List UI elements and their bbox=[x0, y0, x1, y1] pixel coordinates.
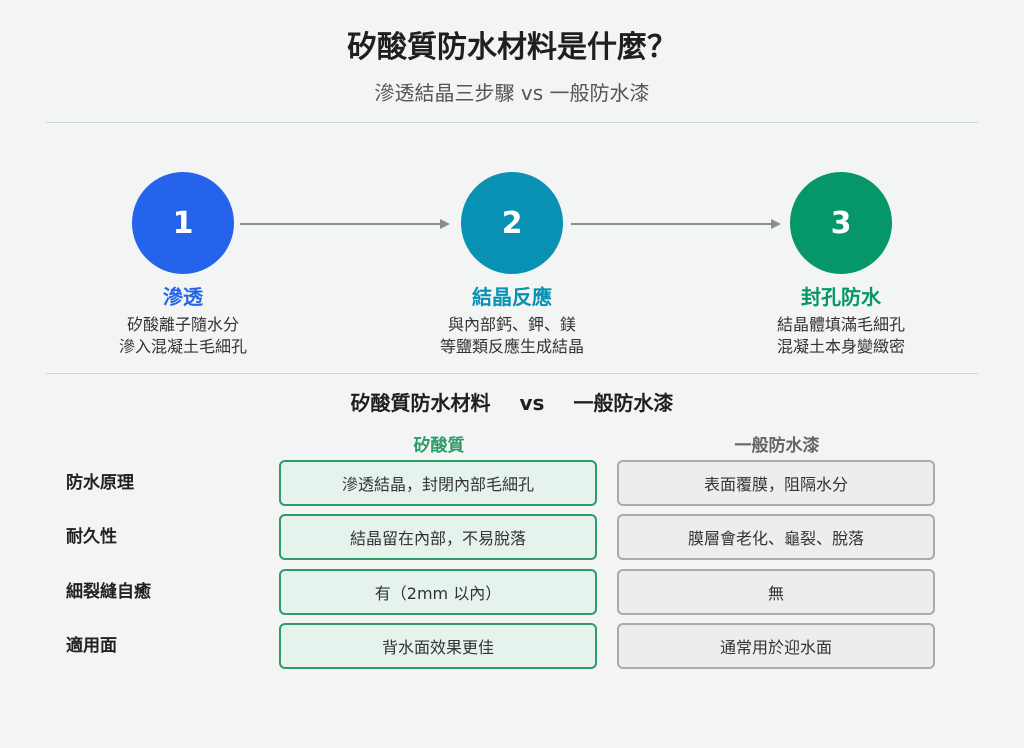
step-2-desc-line2: 等鹽類反應生成結晶 bbox=[439, 337, 584, 356]
cell-paint-self-healing: 無 bbox=[617, 569, 935, 615]
comparison-vs: vs bbox=[519, 391, 545, 415]
step-2-desc-line1: 與內部鈣、鉀、鎂 bbox=[447, 315, 576, 334]
row-label-durability: 耐久性 bbox=[66, 527, 117, 547]
column-header-paint: 一般防水漆 bbox=[734, 436, 820, 456]
step-1-title: 滲透 bbox=[163, 285, 203, 309]
page-subtitle: 滲透結晶三步驟 vs 一般防水漆 bbox=[374, 81, 650, 105]
step-1-circle: 1 bbox=[132, 172, 234, 274]
cell-paint-principle: 表面覆膜，阻隔水分 bbox=[617, 460, 935, 506]
arrow-1-icon bbox=[240, 219, 450, 229]
cell-silicate-durability: 結晶留在內部，不易脫落 bbox=[279, 514, 597, 560]
row-label-application: 適用面 bbox=[66, 636, 117, 656]
arrow-2-icon bbox=[571, 219, 781, 229]
cell-paint-application: 通常用於迎水面 bbox=[617, 623, 935, 669]
step-2-number: 2 bbox=[501, 205, 523, 241]
column-header-silicate: 矽酸質 bbox=[413, 436, 465, 456]
top-divider bbox=[46, 122, 978, 123]
row-label-principle: 防水原理 bbox=[66, 473, 134, 493]
step-2-desc: 與內部鈣、鉀、鎂 等鹽類反應生成結晶 bbox=[392, 314, 632, 358]
step-3-desc: 結晶體填滿毛細孔 混凝土本身變緻密 bbox=[721, 314, 961, 358]
step-1-desc-line1: 矽酸離子隨水分 bbox=[126, 315, 239, 334]
cell-paint-durability: 膜層會老化、龜裂、脫落 bbox=[617, 514, 935, 560]
step-3-circle: 3 bbox=[790, 172, 892, 274]
step-3-desc-line2: 混凝土本身變緻密 bbox=[776, 337, 905, 356]
row-label-self-healing: 細裂縫自癒 bbox=[66, 582, 151, 602]
cell-silicate-self-healing: 有（2mm 以內） bbox=[279, 569, 597, 615]
step-2-title: 結晶反應 bbox=[472, 285, 552, 309]
cell-silicate-principle: 滲透結晶，封閉內部毛細孔 bbox=[279, 460, 597, 506]
step-1-desc: 矽酸離子隨水分 滲入混凝土毛細孔 bbox=[63, 314, 303, 358]
step-1-desc-line2: 滲入混凝土毛細孔 bbox=[118, 337, 247, 356]
step-1-number: 1 bbox=[172, 205, 194, 241]
step-2-circle: 2 bbox=[461, 172, 563, 274]
page-title: 矽酸質防水材料是什麼？ bbox=[347, 30, 677, 65]
cell-silicate-application: 背水面效果更佳 bbox=[279, 623, 597, 669]
comparison-title-right: 一般防水漆 bbox=[573, 391, 674, 415]
step-3-desc-line1: 結晶體填滿毛細孔 bbox=[776, 315, 905, 334]
step-3-number: 3 bbox=[830, 205, 852, 241]
comparison-title: 矽酸質防水材料 vs 一般防水漆 bbox=[0, 387, 1024, 416]
step-3-title: 封孔防水 bbox=[801, 285, 881, 309]
comparison-title-left: 矽酸質防水材料 bbox=[350, 391, 491, 415]
middle-divider bbox=[46, 373, 978, 374]
